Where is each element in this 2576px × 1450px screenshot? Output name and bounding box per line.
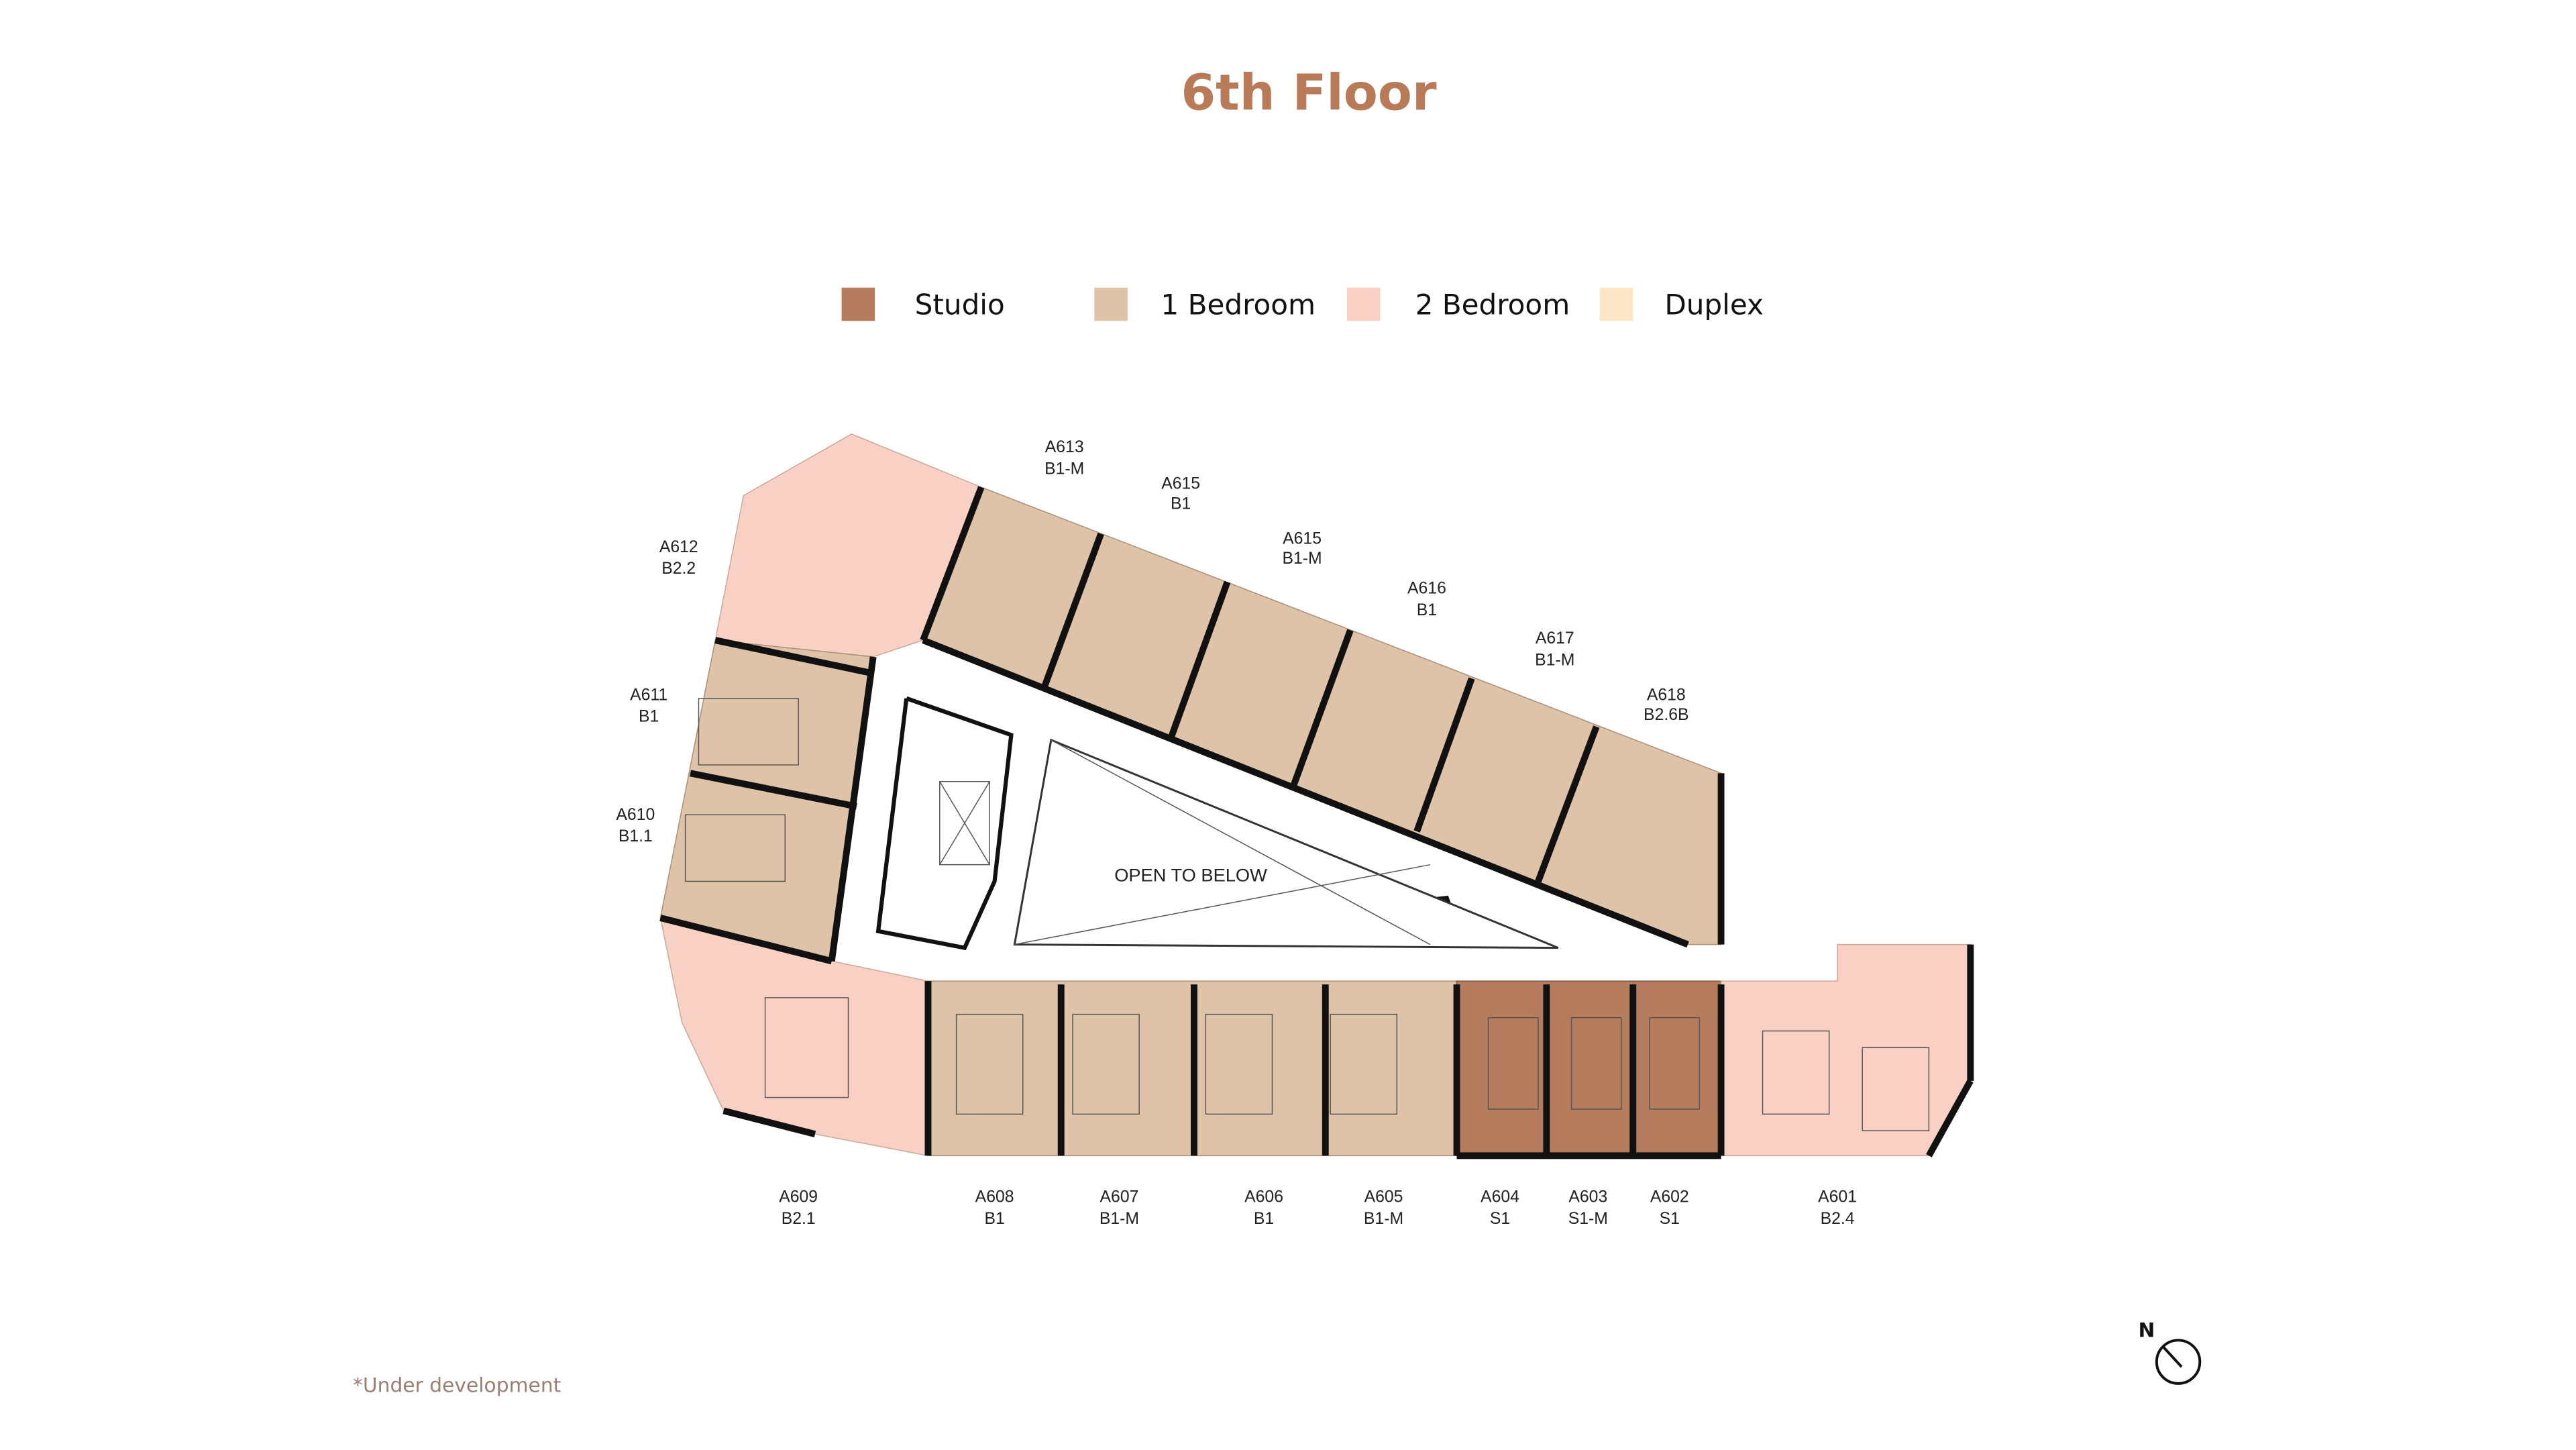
studio-units-area[interactable] bbox=[1456, 980, 1722, 1157]
svg-text:A615: A615 bbox=[1161, 475, 1200, 493]
svg-text:A606: A606 bbox=[1244, 1188, 1283, 1206]
legend-swatch-1-bedroom bbox=[1094, 287, 1128, 321]
legend-label-1-bedroom: 1 Bedroom bbox=[1161, 288, 1316, 321]
svg-text:A608: A608 bbox=[975, 1188, 1014, 1206]
page-title: 6th Floor bbox=[1181, 64, 1436, 122]
unit-A601-area[interactable] bbox=[1720, 943, 1972, 1157]
svg-text:B1-M: B1-M bbox=[1044, 460, 1084, 478]
svg-text:S1-M: S1-M bbox=[1568, 1210, 1608, 1228]
svg-text:A612: A612 bbox=[659, 538, 698, 556]
floor-plan: OPEN TO BELOW bbox=[659, 433, 1974, 1159]
svg-text:B1: B1 bbox=[1171, 495, 1191, 513]
unit-A609-area[interactable] bbox=[659, 917, 929, 1157]
svg-text:B2.2: B2.2 bbox=[661, 560, 696, 578]
svg-text:A616: A616 bbox=[1407, 580, 1446, 598]
svg-text:A611: A611 bbox=[630, 686, 667, 704]
furniture-linework bbox=[684, 698, 1930, 1131]
svg-text:B2.6B: B2.6B bbox=[1644, 706, 1688, 724]
svg-text:A610: A610 bbox=[616, 806, 655, 824]
svg-text:S1: S1 bbox=[1490, 1210, 1510, 1228]
compass-icon bbox=[2155, 1339, 2202, 1385]
svg-text:S1: S1 bbox=[1660, 1210, 1680, 1228]
open-to-below-label: OPEN TO BELOW bbox=[1114, 864, 1267, 885]
svg-text:A601: A601 bbox=[1818, 1188, 1857, 1206]
legend-swatch-2-bedroom bbox=[1346, 287, 1381, 321]
legend-label-duplex: Duplex bbox=[1664, 288, 1764, 321]
legend-swatch-duplex bbox=[1599, 287, 1633, 321]
legend-label-2-bedroom: 2 Bedroom bbox=[1415, 288, 1570, 321]
svg-text:B1: B1 bbox=[1254, 1210, 1274, 1228]
open-to-below-void bbox=[1013, 738, 1559, 949]
svg-text:A618: A618 bbox=[1647, 686, 1686, 704]
legend-swatch-studio bbox=[841, 287, 875, 321]
north-compass: N bbox=[2139, 1318, 2202, 1385]
svg-text:A617: A617 bbox=[1536, 629, 1574, 648]
svg-text:A615: A615 bbox=[1283, 529, 1322, 548]
svg-text:A609: A609 bbox=[779, 1188, 818, 1206]
svg-text:B1: B1 bbox=[1417, 601, 1437, 619]
svg-text:B1-M: B1-M bbox=[1535, 651, 1574, 669]
svg-text:A603: A603 bbox=[1568, 1188, 1607, 1206]
svg-text:B1-M: B1-M bbox=[1364, 1210, 1403, 1228]
svg-text:A604: A604 bbox=[1481, 1188, 1519, 1206]
svg-text:B1.1: B1.1 bbox=[619, 827, 653, 845]
svg-text:A607: A607 bbox=[1100, 1188, 1139, 1206]
walls bbox=[659, 486, 1974, 1159]
svg-text:B1: B1 bbox=[639, 708, 659, 726]
footnote: *Under development bbox=[353, 1374, 561, 1397]
svg-text:A613: A613 bbox=[1045, 438, 1084, 456]
legend-label-studio: Studio bbox=[915, 288, 1005, 321]
legend: Studio 1 Bedroom 2 Bedroom Duplex bbox=[841, 287, 1764, 321]
svg-text:A602: A602 bbox=[1650, 1188, 1689, 1206]
svg-text:B1: B1 bbox=[984, 1210, 1004, 1228]
compass-north-label: N bbox=[2139, 1318, 2155, 1342]
svg-text:B2.1: B2.1 bbox=[782, 1210, 816, 1228]
svg-text:B1-M: B1-M bbox=[1282, 550, 1322, 568]
svg-text:B2.4: B2.4 bbox=[1821, 1210, 1855, 1228]
svg-text:A605: A605 bbox=[1364, 1188, 1403, 1206]
svg-text:B1-M: B1-M bbox=[1099, 1210, 1139, 1228]
